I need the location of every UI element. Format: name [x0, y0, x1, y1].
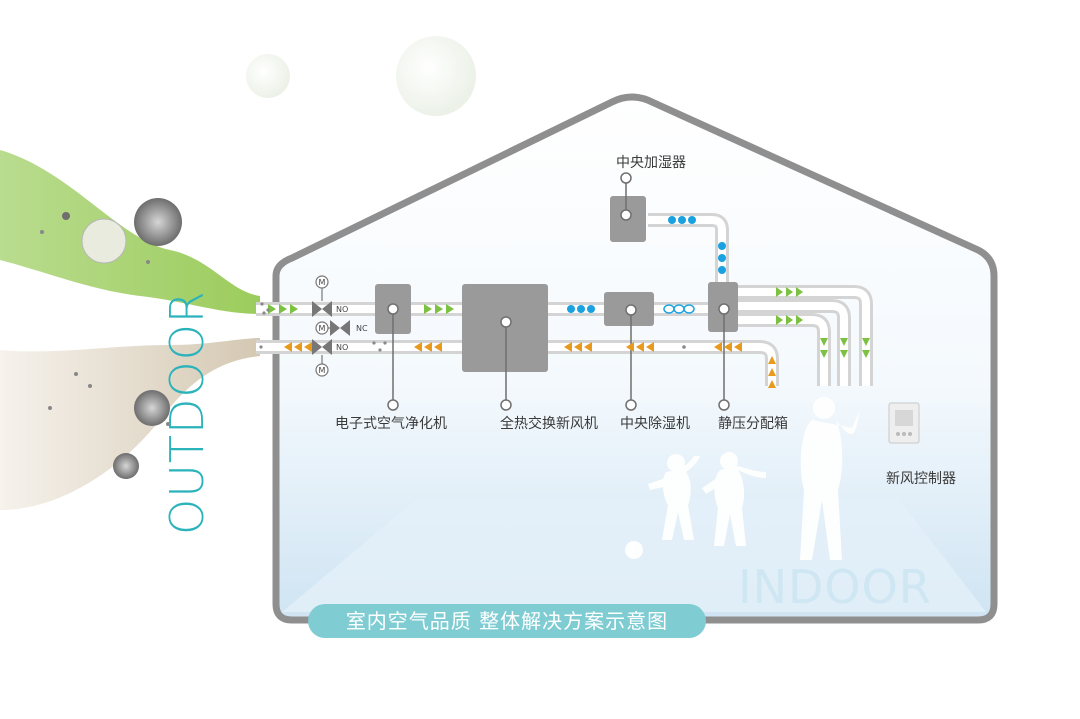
callouts [387, 172, 730, 411]
damper-top [312, 301, 332, 317]
plenum-label: 静压分配箱 [718, 416, 788, 432]
dry-air-symbol [663, 304, 695, 314]
fresh-air-arrows [268, 287, 870, 358]
valve-state-bottom: NO [336, 343, 348, 352]
pollutant-particle [134, 390, 170, 426]
outdoor-label: OUTDOOR [160, 290, 214, 535]
controller-label: 新风控制器 [886, 471, 956, 487]
dehumidifier-label: 中央除湿机 [620, 416, 690, 432]
dust-dot [74, 372, 78, 376]
damper-middle [330, 320, 350, 336]
motor-symbol: M [319, 278, 326, 287]
bubble-decoration [246, 54, 290, 98]
controller-button [902, 432, 906, 436]
erv-unit [462, 284, 548, 372]
pollutant-particle [81, 218, 127, 264]
duct-particles [259, 302, 686, 352]
dust-dot [88, 384, 92, 388]
dust-dot [146, 260, 150, 264]
motor-icon [315, 275, 329, 377]
dust-dot [40, 230, 44, 234]
valve-state-middle: NC [356, 324, 368, 333]
controller-screen [895, 410, 913, 426]
pollutant-particle [134, 198, 182, 246]
moisture-drops [567, 216, 726, 313]
purifier-label: 电子式空气净化机 [335, 416, 447, 432]
exhaust-air-plume [0, 338, 260, 510]
family-silhouettes [625, 397, 860, 560]
return-air-arrows [284, 342, 776, 388]
controller-button [908, 432, 912, 436]
dust-dot [166, 422, 170, 426]
indoor-label: INDOOR [738, 560, 932, 614]
diagram-title: 室内空气品质 整体解决方案示意图 [308, 604, 706, 638]
bubble-decoration [396, 36, 476, 116]
controller-button [896, 432, 900, 436]
pollutant-particle [113, 453, 139, 479]
dust-dot [48, 406, 52, 410]
motor-symbol: M [319, 324, 326, 333]
dust-dot [62, 212, 70, 220]
humidifier-label: 中央加湿器 [616, 155, 686, 171]
motor-symbol: M [319, 366, 326, 375]
fresh-air-plume [0, 150, 260, 314]
erv-label: 全热交换新风机 [500, 416, 598, 432]
valve-state-top: NO [336, 305, 348, 314]
damper-bottom [312, 339, 332, 355]
